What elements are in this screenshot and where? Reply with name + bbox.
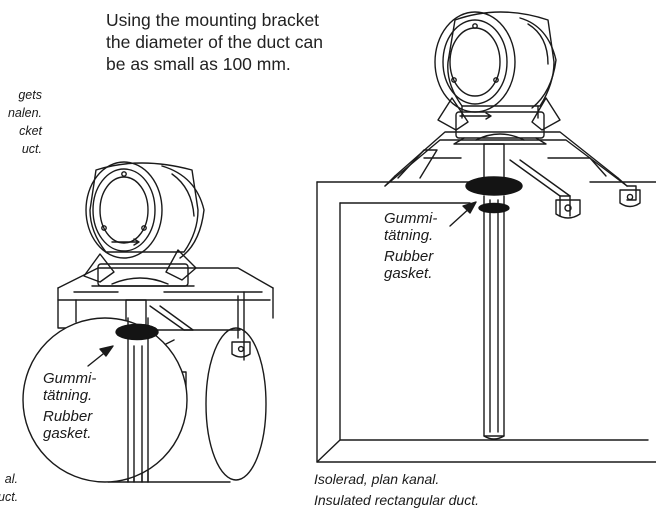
rectangular-gasket-arrow [449,201,477,227]
round-duct-assembly [22,161,274,483]
clipped-line-3: cket [19,124,42,138]
round-duct-caption: al. uct. [0,470,18,506]
rectangular-duct-assembly [316,11,656,463]
clipped-line-4: uct. [21,142,42,156]
round-caption-line-1: al. [4,472,18,486]
rect-gasket-label-sv-2: tätning. [384,227,434,244]
round-gasket-label-en-2: gasket. [43,425,92,442]
intro-line-3: be as small as 100 mm. [106,54,291,74]
rect-gasket-label-en-1: Rubber [384,248,434,265]
round-caption-line-2: uct. [0,490,19,504]
rectangular-duct [316,181,656,463]
intro-line-2: the diameter of the duct can [106,32,323,52]
round-gasket-arrow [87,345,114,367]
rect-gasket-label-en-2: gasket. [384,265,433,282]
intro-text: Using the mounting bracket the diameter … [106,9,323,75]
round-gasket-label-en-1: Rubber [43,408,93,425]
rectangular-mounting-bracket [384,131,641,219]
clipped-line-1: gets [18,88,42,102]
clipped-line-2: nalen. [7,106,42,120]
rectangular-transmitter [434,11,561,145]
rect-gasket-label: Gummi- tätning. Rubber gasket. [384,210,437,282]
round-transmitter [83,161,205,287]
clipped-left-text: gets nalen. cket uct. [0,86,42,158]
round-duct-cutaway-circle [22,317,188,483]
rect-gasket-label-sv-1: Gummi- [384,210,438,227]
rectangular-rubber-gasket [465,176,523,214]
round-gasket-label-sv-1: Gummi- [43,370,97,387]
rect-caption-en: Insulated rectangular duct. [314,492,479,508]
intro-line-1: Using the mounting bracket [106,10,320,30]
round-gasket-label-sv-2: tätning. [43,387,93,404]
rect-caption-sv: Isolerad, plan kanal. [314,471,440,487]
round-gasket-label: Gummi- tätning. Rubber gasket. [43,370,96,442]
rect-duct-caption: Isolerad, plan kanal. Insulated rectangu… [314,469,479,511]
